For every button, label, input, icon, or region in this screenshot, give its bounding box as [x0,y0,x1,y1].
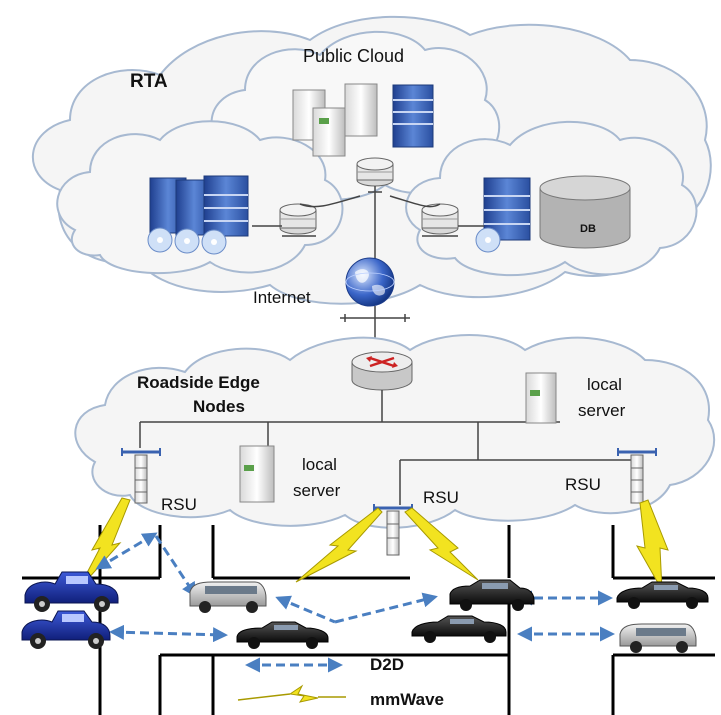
local-server-right-label-line1: local [587,375,622,394]
rta-connection-lines [252,186,484,262]
hub-icon-left [279,203,317,235]
car-icon-black-suv-1 [449,579,535,611]
legend: D2D mmWave [237,655,444,709]
public-cloud-servers [292,83,434,157]
db-label: DB [580,223,596,235]
roadside-edge-label-line1: Roadside Edge [137,373,260,392]
legend-d2d-label: D2D [370,655,404,674]
public-cloud-label: Public Cloud [303,46,404,66]
local-server-icon-mid [239,445,275,503]
car-icon-vintage-1 [24,571,119,612]
rta-right-servers [475,177,531,253]
hub-icon-right [421,203,459,235]
database-icon [539,175,631,249]
rsu-mid-label: RSU [423,488,459,507]
car-icon-vintage-2 [21,610,111,649]
car-icon-black-sedan-2 [411,615,507,643]
internet-label: Internet [253,288,311,307]
local-server-right-label-line2: server [578,401,626,420]
car-icon-black-sedan-3 [616,581,709,609]
local-server-icon-right [525,372,557,424]
road-lines [22,525,715,715]
internet-globe-icon [345,257,395,307]
edge-connection-lines [139,390,641,505]
rta-left-servers [147,175,249,255]
legend-mmwave-label: mmWave [370,690,444,709]
rsu-tower-icon-left [121,448,161,504]
router-icon [351,351,413,391]
car-icon-black-sedan-1 [236,621,329,649]
local-server-mid-label-line2: server [293,481,341,500]
car-icon-silver-van-1 [189,581,267,613]
rsu-left-label: RSU [161,495,197,514]
car-icon-silver-van-2 [619,623,697,653]
local-server-mid-label-line1: local [302,455,337,474]
rsu-tower-icon-mid [373,504,413,556]
roadside-edge-label-line2: Nodes [193,397,245,416]
hub-icon-center [356,157,394,187]
rsu-tower-icon-right [617,448,657,504]
d2d-links [95,532,615,643]
rsu-right-label: RSU [565,475,601,494]
rta-label: RTA [130,71,168,92]
legend-mmwave-symbol [237,684,346,703]
